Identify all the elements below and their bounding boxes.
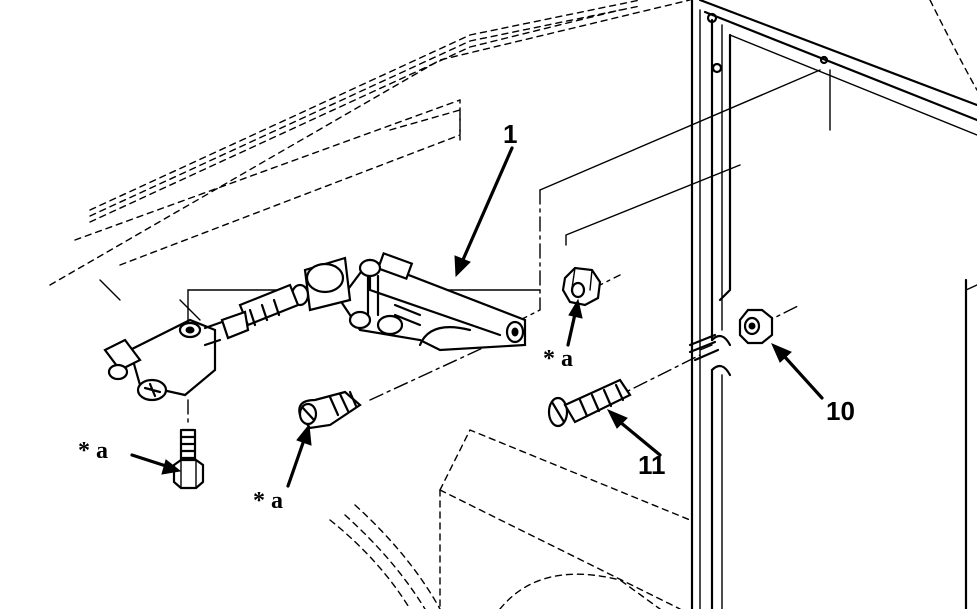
- linkage-assembly: [103, 251, 527, 490]
- top-hex-nut: [561, 266, 602, 307]
- hex-nut-10: [738, 308, 774, 345]
- leader-arrow-1: [454, 146, 514, 278]
- annotation-cable-end: * a: [253, 488, 283, 514]
- screw-11: [547, 333, 720, 428]
- callout-nut: 10: [826, 396, 855, 426]
- callout-bracket: 1: [503, 119, 517, 149]
- annotation-nut-top: * a: [543, 346, 573, 372]
- leader-arrow-nut: [566, 298, 583, 347]
- left-clevis: [103, 318, 224, 402]
- connecting-rod: [220, 256, 352, 340]
- leader-arrow-11: [606, 409, 662, 457]
- annotation-hex-bolt: * a: [78, 438, 108, 464]
- phantom-lower-box: [439, 429, 691, 609]
- hex-bolt: [172, 428, 205, 490]
- callout-screw: 11: [638, 450, 666, 480]
- leader-arrow-cable: [286, 423, 312, 488]
- leader-arrow-10: [771, 343, 824, 400]
- leader-arrow-bolt: [130, 453, 182, 475]
- phantom-curves: [329, 0, 977, 609]
- pivot-clevis: [348, 251, 422, 336]
- cable-end: [298, 390, 362, 430]
- phantom-upper-panel: [49, 0, 691, 321]
- cabinet-frame: [690, 0, 977, 609]
